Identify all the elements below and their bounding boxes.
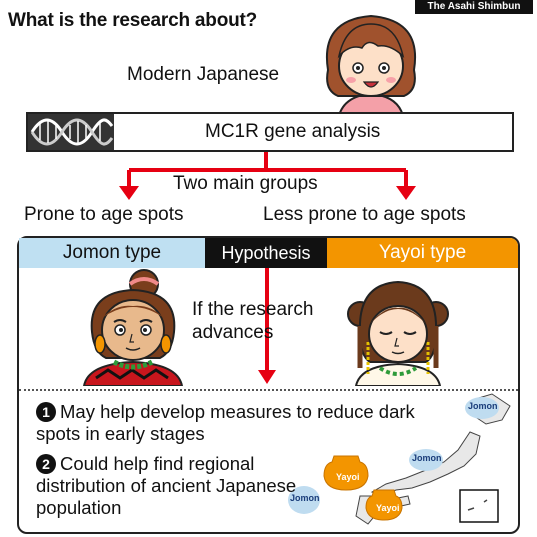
gene-analysis-label: MC1R gene analysis: [205, 121, 381, 142]
two-groups-label: Two main groups: [173, 173, 318, 194]
modern-japanese-label: Modern Japanese: [127, 64, 280, 85]
map-label-yayoi-south: Yayoi: [376, 503, 400, 513]
map-label-jomon-north: Jomon: [468, 401, 498, 411]
finding-text: Could help find regional distribution of…: [36, 453, 297, 518]
jomon-type-tab: Jomon type: [19, 238, 205, 268]
prone-to-spots-label: Prone to age spots: [24, 204, 184, 225]
japan-map: [288, 393, 511, 525]
yayoi-woman-illustration: [347, 280, 449, 386]
map-label-yayoi-west: Yayoi: [336, 472, 360, 482]
hypothesis-tab: Hypothesis: [205, 238, 327, 268]
map-label-jomon-central: Jomon: [412, 453, 442, 463]
number-badge: 1: [36, 402, 56, 422]
map-label-jomon-south: Jomon: [290, 493, 320, 503]
modern-japanese-girl-illustration: [325, 14, 417, 120]
dna-icon: [28, 114, 114, 150]
arrow-head-right: [396, 186, 416, 200]
section-divider: [19, 389, 518, 391]
research-advances-label: If the research advances: [192, 299, 314, 343]
less-prone-label: Less prone to age spots: [263, 204, 466, 225]
finding-text: May help develop measures to reduce dark…: [36, 401, 415, 444]
credit-label: The Asahi Shimbun: [415, 0, 533, 14]
number-badge: 2: [36, 454, 56, 474]
hypothesis-arrow: [258, 268, 276, 384]
yayoi-type-tab: Yayoi type: [327, 238, 518, 268]
arrow-head-left: [119, 186, 139, 200]
jomon-woman-illustration: [82, 269, 184, 386]
page-title: What is the research about?: [8, 10, 258, 31]
